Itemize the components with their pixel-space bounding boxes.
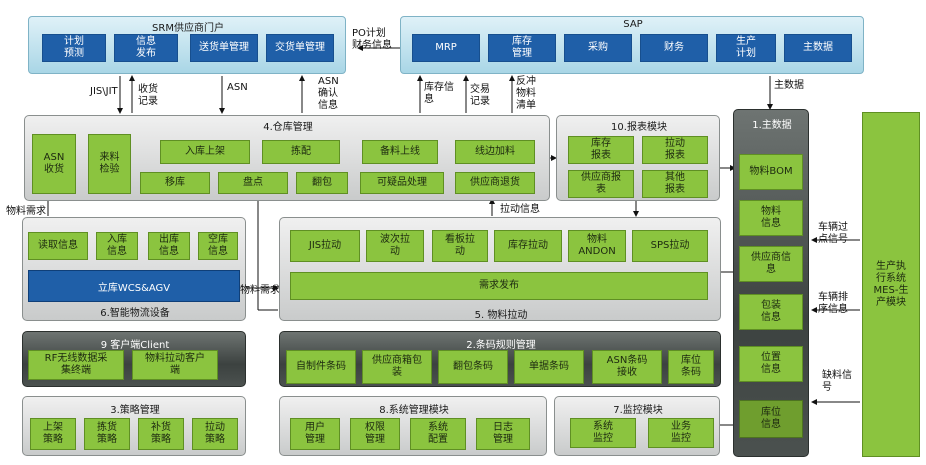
master-bin-info[interactable]: 库位 信息	[739, 400, 803, 438]
strategy-pull[interactable]: 拉动 策略	[192, 418, 238, 450]
srm-handover-note[interactable]: 交货单管理	[266, 34, 334, 62]
wh-prep-online[interactable]: 备料上线	[362, 140, 438, 164]
label-asn-confirm: ASN 确认 信息	[318, 76, 339, 111]
barcode-bin[interactable]: 库位 条码	[668, 350, 714, 384]
barcode-self-made[interactable]: 自制件条码	[286, 350, 356, 384]
mes-production-module[interactable]: 生产执 行系统 MES-生 产模块	[862, 112, 920, 457]
label-vehicle-seq: 车辆排 序信息	[818, 292, 848, 315]
report-title: 10.报表模块	[611, 122, 667, 133]
wh-move[interactable]: 移库	[140, 172, 210, 194]
wh-incoming-inspect[interactable]: 来料 检验	[88, 134, 131, 194]
system-permissions[interactable]: 权限 管理	[350, 418, 400, 450]
pull-kanban[interactable]: 看板拉 动	[432, 230, 488, 262]
master-material-info[interactable]: 物料 信息	[739, 200, 803, 236]
system-title: 8.系统管理模块	[379, 405, 449, 416]
wh-repack[interactable]: 翻包	[296, 172, 348, 194]
logistics-empty-info[interactable]: 空库 信息	[198, 232, 238, 260]
label-stock-info: 库存信 息	[424, 82, 454, 105]
master-package-info[interactable]: 包装 信息	[739, 294, 803, 330]
warehouse-title: 4.仓库管理	[263, 122, 313, 133]
srm-delivery-note[interactable]: 送货单管理	[190, 34, 258, 62]
monitor-system[interactable]: 系统 监控	[570, 418, 636, 448]
report-other[interactable]: 其他 报表	[642, 170, 708, 198]
wh-count[interactable]: 盘点	[218, 172, 288, 194]
label-asn: ASN	[227, 82, 248, 93]
barcode-repack[interactable]: 翻包条码	[438, 350, 508, 384]
wh-suspect[interactable]: 可疑品处理	[360, 172, 444, 194]
logistics-title: 6.智能物流设备	[100, 308, 170, 319]
sap-production-plan[interactable]: 生产 计划	[716, 34, 776, 62]
master-title: 1.主数据	[752, 120, 792, 131]
wh-asn-receive[interactable]: ASN 收货	[32, 134, 76, 194]
logistics-read-info[interactable]: 读取信息	[28, 232, 88, 260]
sap-mrp[interactable]: MRP	[412, 34, 480, 62]
srm-info-publish[interactable]: 信息 发布	[114, 34, 178, 62]
strategy-shelf[interactable]: 上架 策略	[30, 418, 76, 450]
barcode-supplier-pack[interactable]: 供应商箱包 装	[362, 350, 432, 384]
pull-andon[interactable]: 物料 ANDON	[568, 230, 626, 262]
master-location-info[interactable]: 位置 信息	[739, 346, 803, 382]
wh-supplier-return[interactable]: 供应商退货	[455, 172, 535, 194]
sap-title: SAP	[623, 19, 643, 30]
label-jis-jit: JIS\JIT	[90, 86, 118, 97]
wh-lineside-feed[interactable]: 线边加料	[455, 140, 535, 164]
system-logs[interactable]: 日志 管理	[476, 418, 530, 450]
label-vehicle-pass: 车辆过 点信号	[818, 222, 848, 245]
srm-title: SRM供应商门户	[152, 23, 224, 34]
barcode-title: 2.条码规则管理	[466, 340, 536, 351]
label-material-req-left: 物料需求	[6, 206, 46, 217]
strategy-replenish[interactable]: 补货 策略	[138, 418, 184, 450]
wh-picking[interactable]: 拣配	[262, 140, 340, 164]
monitor-title: 7.监控模块	[613, 405, 663, 416]
label-trade-record: 交易 记录	[470, 84, 490, 107]
monitor-business[interactable]: 业务 监控	[648, 418, 714, 448]
srm-plan-forecast[interactable]: 计划 预测	[42, 34, 106, 62]
master-supplier-info[interactable]: 供应商信 息	[739, 246, 803, 282]
sap-master-data[interactable]: 主数据	[784, 34, 852, 62]
logistics-outbound-info[interactable]: 出库 信息	[148, 232, 190, 260]
wh-inbound-shelf[interactable]: 入库上架	[160, 140, 250, 164]
strategy-title: 3.策略管理	[110, 405, 160, 416]
label-pull-info: 拉动信息	[500, 204, 540, 215]
pull-wave[interactable]: 波次拉 动	[366, 230, 424, 262]
pull-demand-publish[interactable]: 需求发布	[290, 272, 708, 300]
barcode-asn-receive[interactable]: ASN条码 接收	[592, 350, 662, 384]
system-users[interactable]: 用户 管理	[290, 418, 340, 450]
client-rf-terminal[interactable]: RF无线数据采 集终端	[28, 350, 124, 380]
client-title: 9 客户端Client	[100, 340, 170, 351]
wcs-agv[interactable]: 立库WCS&AGV	[28, 270, 240, 302]
report-supplier[interactable]: 供应商报 表	[568, 170, 634, 198]
report-inventory[interactable]: 库存 报表	[568, 136, 634, 164]
strategy-picking[interactable]: 拣货 策略	[84, 418, 130, 450]
pull-jis[interactable]: JIS拉动	[290, 230, 360, 262]
label-po-plan: PO计划 财务信息	[352, 28, 392, 51]
master-material-bom[interactable]: 物料BOM	[739, 154, 803, 190]
report-pull[interactable]: 拉动 报表	[642, 136, 708, 164]
label-shortage: 缺料信 号	[822, 370, 852, 393]
label-master-data: 主数据	[774, 80, 804, 91]
barcode-document[interactable]: 单据条码	[514, 350, 584, 384]
pull-inventory[interactable]: 库存拉动	[494, 230, 562, 262]
system-config[interactable]: 系统 配置	[410, 418, 466, 450]
label-backflush-bom: 反冲 物料 清单	[516, 76, 536, 111]
pull-title: 5. 物料拉动	[474, 310, 528, 321]
logistics-inbound-info[interactable]: 入库 信息	[96, 232, 138, 260]
sap-finance[interactable]: 财务	[640, 34, 708, 62]
sap-inventory[interactable]: 库存 管理	[488, 34, 556, 62]
label-receipt: 收货 记录	[138, 84, 158, 107]
pull-sps[interactable]: SPS拉动	[632, 230, 708, 262]
client-pull-terminal[interactable]: 物料拉动客户 端	[132, 350, 218, 380]
sap-purchasing[interactable]: 采购	[564, 34, 632, 62]
label-material-req-mid: 物料需求	[240, 285, 280, 296]
